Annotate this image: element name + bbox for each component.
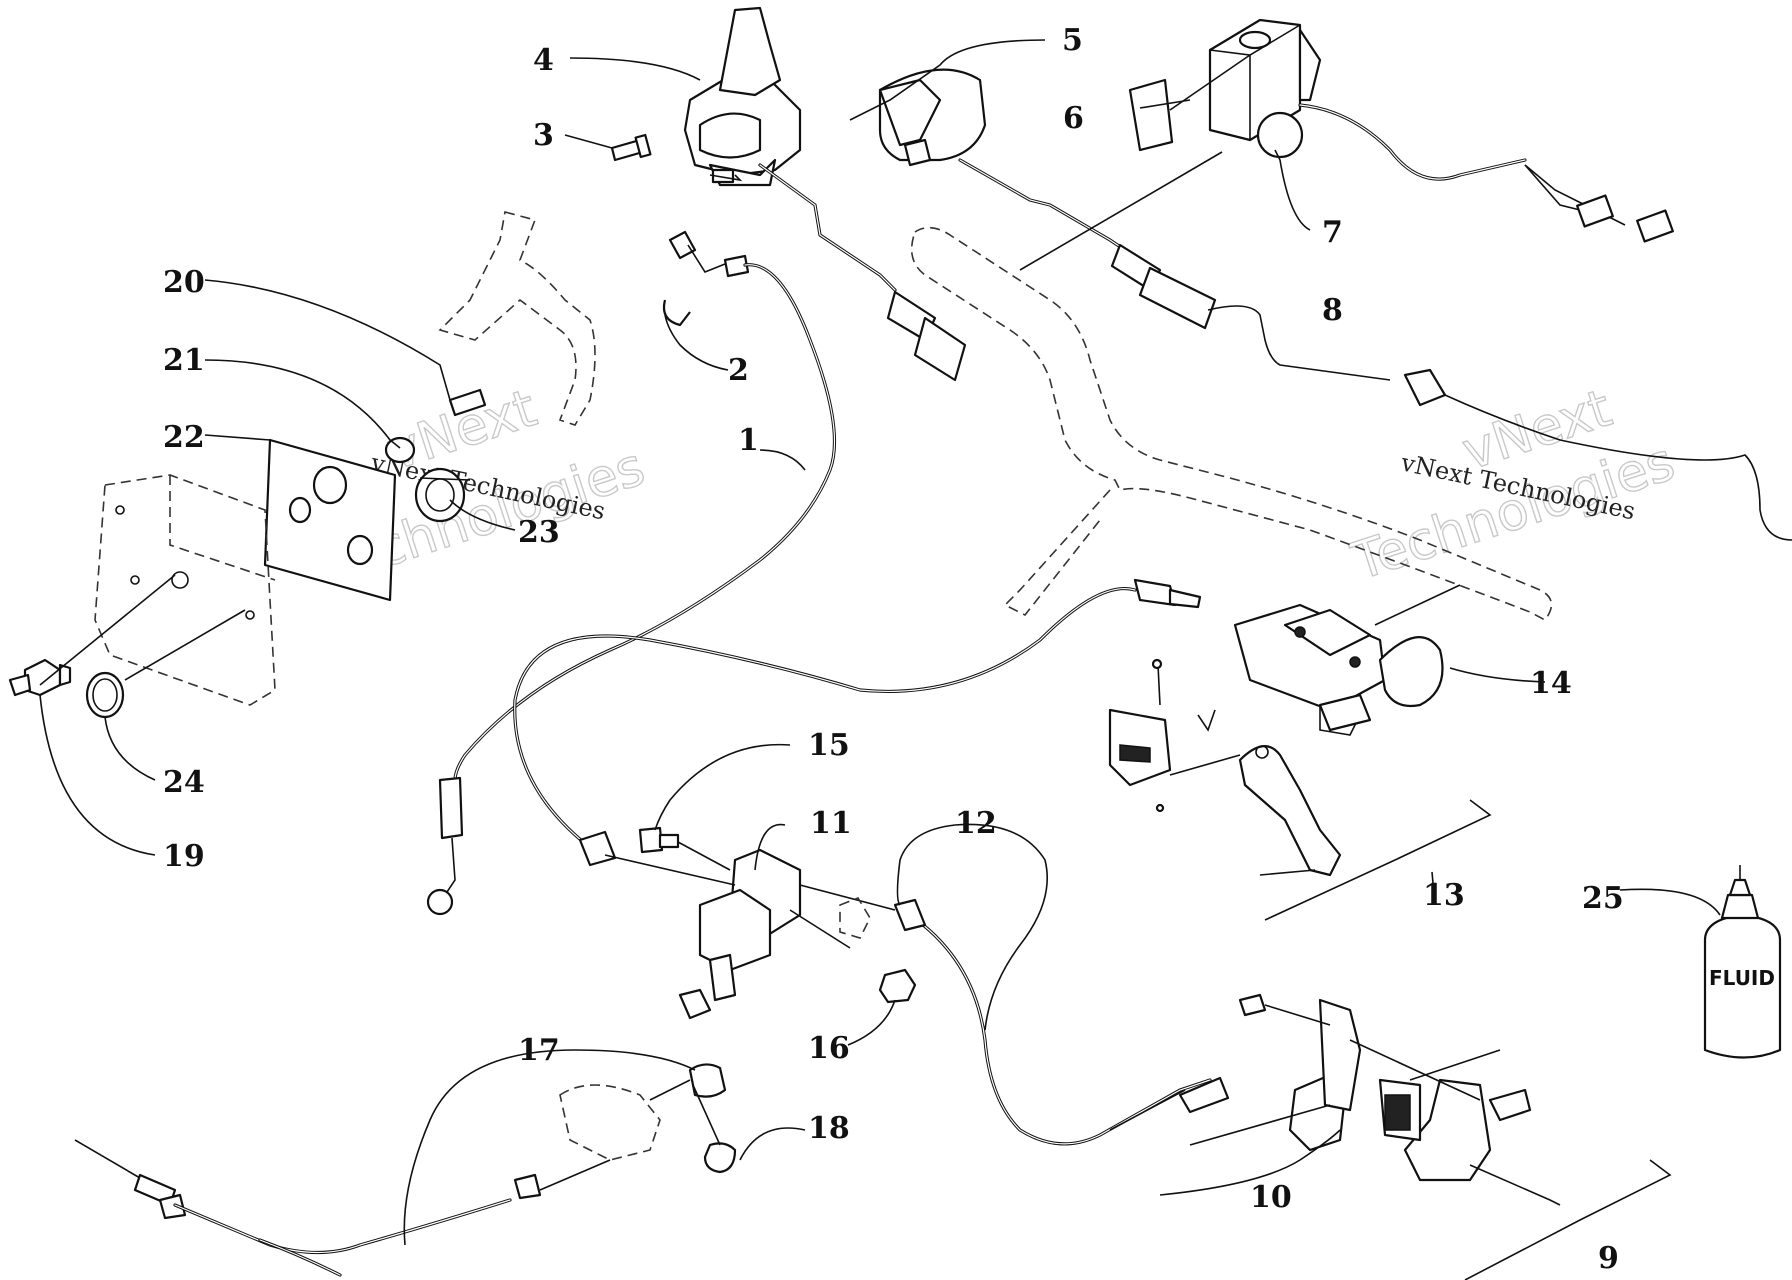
caliper-10	[1238, 993, 1561, 1206]
callout-16: 16	[808, 1031, 850, 1066]
callout-11: 11	[810, 806, 852, 841]
callout-4: 4	[533, 43, 554, 78]
callout-19: 19	[163, 839, 205, 874]
brake-line-12	[513, 578, 1230, 1146]
callout-20: 20	[163, 265, 205, 300]
callout-2: 2	[728, 353, 749, 388]
callout-7: 7	[1322, 215, 1343, 250]
handlebar-phantom	[910, 226, 1553, 622]
master-cylinder-14	[1233, 603, 1444, 736]
phantom-bracket	[438, 211, 596, 426]
callout-18: 18	[808, 1111, 850, 1146]
heater-switch-7	[1208, 18, 1674, 243]
connector-23	[414, 467, 471, 523]
switch-19	[8, 658, 72, 697]
callout-23: 23	[518, 515, 560, 550]
knob-20	[448, 388, 487, 417]
callout-8: 8	[1322, 293, 1343, 328]
callout-6: 6	[1063, 101, 1084, 136]
retaining-ring-24	[85, 671, 125, 719]
nut-16	[878, 968, 917, 1004]
callout-15: 15	[808, 728, 850, 763]
decal-6	[1128, 78, 1174, 152]
switch-housing-4	[683, 6, 802, 187]
brake-switch-11	[604, 848, 896, 1020]
mounting-bracket	[94, 474, 276, 706]
cable-17	[74, 1063, 737, 1277]
fluid-bottle-25: FLUID	[1703, 865, 1782, 1059]
callout-10: 10	[1250, 1180, 1292, 1215]
callout-1: 1	[738, 423, 759, 458]
callout-12: 12	[955, 806, 997, 841]
callout-25: 25	[1582, 881, 1624, 916]
clip-washer	[839, 897, 871, 939]
callout-21: 21	[163, 343, 205, 378]
nut-21	[384, 436, 416, 464]
bolt-15	[638, 826, 731, 871]
callout-5: 5	[1062, 23, 1083, 58]
throttle-cable-1	[426, 230, 837, 916]
cover-5	[878, 68, 1217, 330]
switch-4-harness	[758, 163, 967, 382]
callout-17: 17	[518, 1033, 560, 1068]
callout-13: 13	[1423, 878, 1465, 913]
watermark-right: vNext Technologies vNext Technologies	[1344, 378, 1683, 594]
callout-22: 22	[163, 420, 205, 455]
callout-14: 14	[1530, 666, 1572, 701]
wire-harness-8	[1403, 368, 1792, 541]
callouts: 1 2 3 4 5 6 7 8 9 10 11 12 13 14 15 16 1…	[163, 23, 1624, 1276]
screw-3	[610, 133, 652, 162]
fluid-label: FLUID	[1709, 966, 1775, 990]
brake-lever-13	[1108, 658, 1342, 877]
callout-9: 9	[1598, 1241, 1619, 1276]
callout-24: 24	[163, 765, 205, 800]
callout-3: 3	[533, 118, 554, 153]
leader-lines	[39, 39, 1721, 1280]
gasket-22	[263, 438, 397, 602]
